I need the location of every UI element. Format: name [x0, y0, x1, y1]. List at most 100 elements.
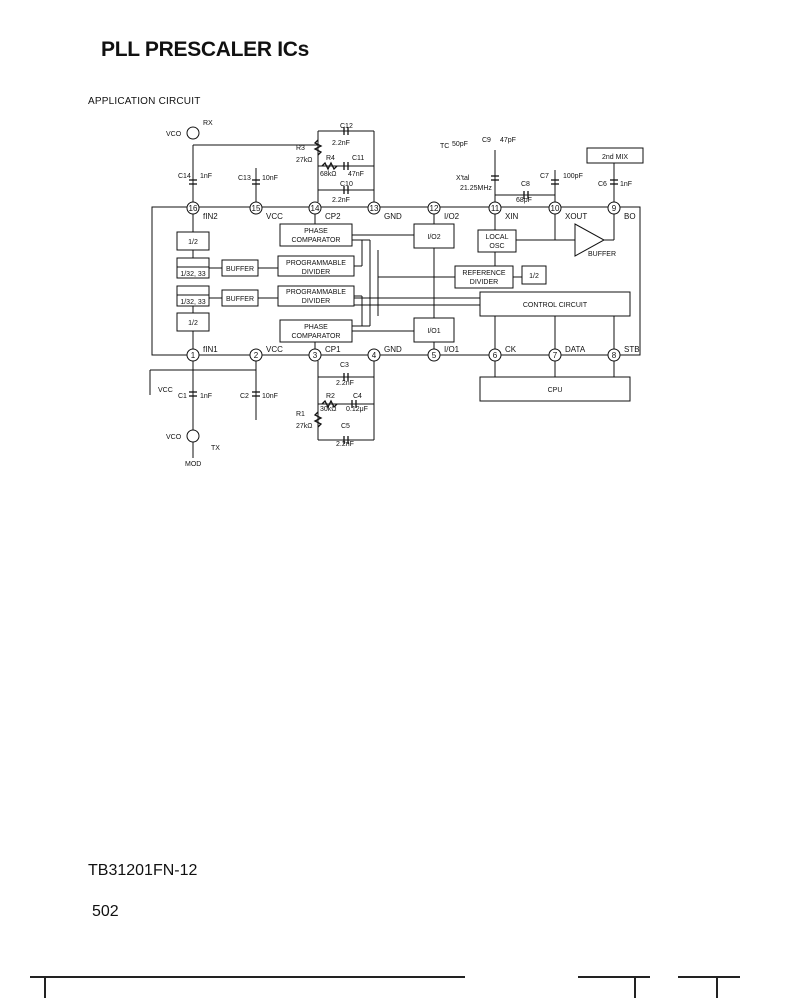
block-prescaler-top-label: 1/32, 33	[180, 271, 205, 278]
label-tc: TC	[440, 143, 449, 150]
label-c8: C8	[521, 181, 530, 188]
pin-1	[186, 348, 200, 362]
block-prog-top-label-1: PROGRAMMABLE	[286, 260, 346, 267]
pin-label-bo: BO	[624, 212, 636, 221]
label-c6-val: 1nF	[620, 181, 632, 188]
pin-number-1: 1	[191, 351, 196, 360]
label-r4: R4	[326, 155, 335, 162]
label-c12: C12	[340, 123, 353, 130]
block-pd-bottom-label-1: PHASE	[304, 324, 328, 331]
label-r2-val: 30kΩ	[320, 406, 337, 413]
pin-label-vcc-bottom: VCC	[266, 345, 283, 354]
label-c14: C14	[178, 173, 191, 180]
pin-number-2: 2	[254, 351, 259, 360]
label-r3-val: 27kΩ	[296, 157, 313, 164]
pin-label-gnd-bottom: GND	[384, 345, 402, 354]
label-c7: C7	[540, 173, 549, 180]
page-title: PLL PRESCALER ICs	[101, 38, 310, 61]
pin-number-13: 13	[370, 204, 379, 213]
pin-15	[249, 201, 263, 215]
pin-label-data: DATA	[565, 345, 586, 354]
pin-7	[548, 348, 562, 362]
pin-label-io2: I/O2	[444, 212, 460, 221]
pin-8	[607, 348, 621, 362]
part-number: TB31201FN-12	[88, 862, 198, 879]
label-c5-val: 2.2nF	[336, 441, 354, 448]
block-buffer-out-label: BUFFER	[588, 251, 616, 258]
label-vco-bottom: VCO	[166, 434, 182, 441]
pin-3	[308, 348, 322, 362]
label-vco-top: VCO	[166, 131, 182, 138]
pin-number-7: 7	[553, 351, 558, 360]
block-cpu-label: CPU	[548, 387, 563, 394]
pin-number-4: 4	[372, 351, 377, 360]
label-r3: R3	[296, 145, 305, 152]
label-r1-val: 27kΩ	[296, 423, 313, 430]
pin-10	[548, 201, 562, 215]
block-2nd-mix	[586, 147, 644, 164]
block-buffer-top-label: BUFFER	[226, 266, 254, 273]
pin-12	[427, 201, 441, 215]
block-io1-label: I/O1	[427, 328, 440, 335]
label-c2-val: 10nF	[262, 393, 278, 400]
label-c12-val: 2.2nF	[332, 140, 350, 147]
block-io2-label: I/O2	[427, 234, 440, 241]
label-c5: C5	[341, 423, 350, 430]
block-prescaler-bottom-label: 1/32, 33	[180, 299, 205, 306]
label-tc-val: 50pF	[452, 141, 468, 148]
ic-package-outline	[151, 206, 641, 356]
pin-6	[488, 348, 502, 362]
pin-4	[367, 348, 381, 362]
label-xtal-val: 21.25MHz	[460, 185, 492, 192]
pin-label-cp1: CP1	[325, 345, 341, 354]
pin-number-12: 12	[430, 204, 439, 213]
label-xtal: X'tal	[456, 175, 470, 182]
label-vcc-ext: VCC	[158, 387, 173, 394]
block-osc-label-1: LOCAL	[486, 234, 509, 241]
block-pd-top-label-2: COMPARATOR	[291, 237, 340, 244]
pin-label-gnd-top: GND	[384, 212, 402, 221]
label-c4-val: 0.12μF	[346, 406, 368, 413]
label-r4-val: 68kΩ	[320, 171, 337, 178]
pin-number-10: 10	[551, 204, 560, 213]
label-c1: C1	[178, 393, 187, 400]
block-prog-bottom-label-2: DIVIDER	[302, 298, 330, 305]
pin-label-fin1: fIN1	[203, 345, 218, 354]
footer-tick-3	[716, 978, 718, 998]
pin-9	[607, 201, 621, 215]
label-c7-val: 100pF	[563, 173, 583, 180]
footer-tick-2	[634, 978, 636, 998]
pin-label-stb: STB	[624, 345, 640, 354]
pin-number-5: 5	[432, 351, 437, 360]
label-c9: C9	[482, 137, 491, 144]
label-c11: C11	[352, 155, 364, 162]
label-mod: MOD	[185, 461, 201, 468]
pin-label-vcc-top: VCC	[266, 212, 283, 221]
block-osc-label-2: OSC	[489, 243, 504, 250]
label-c2: C2	[240, 393, 249, 400]
pin-label-io1: I/O1	[444, 345, 460, 354]
pin-number-14: 14	[311, 204, 320, 213]
block-refdiv2-label: 1/2	[529, 273, 539, 280]
pin-number-9: 9	[612, 204, 617, 213]
label-c13: C13	[238, 175, 251, 182]
block-control-label: CONTROL CIRCUIT	[523, 302, 588, 309]
label-c1-val: 1nF	[200, 393, 212, 400]
block-mix-label: 2nd MIX	[602, 154, 628, 161]
pin-5	[427, 348, 441, 362]
pin-number-8: 8	[612, 351, 617, 360]
footer-tick-1	[44, 978, 46, 998]
pin-label-fin2: fIN2	[203, 212, 218, 221]
pin-number-6: 6	[493, 351, 498, 360]
pin-13	[367, 201, 381, 215]
block-div2-bottom-label: 1/2	[188, 320, 198, 327]
footer-rule-left	[30, 976, 465, 978]
label-c8-val: 68pF	[516, 197, 532, 204]
pin-label-xout: XOUT	[565, 212, 587, 221]
vco-tx-source	[186, 429, 200, 443]
pin-number-15: 15	[252, 204, 261, 213]
label-r2: R2	[326, 393, 335, 400]
block-prog-bottom-label-1: PROGRAMMABLE	[286, 289, 346, 296]
pin-11	[488, 201, 502, 215]
